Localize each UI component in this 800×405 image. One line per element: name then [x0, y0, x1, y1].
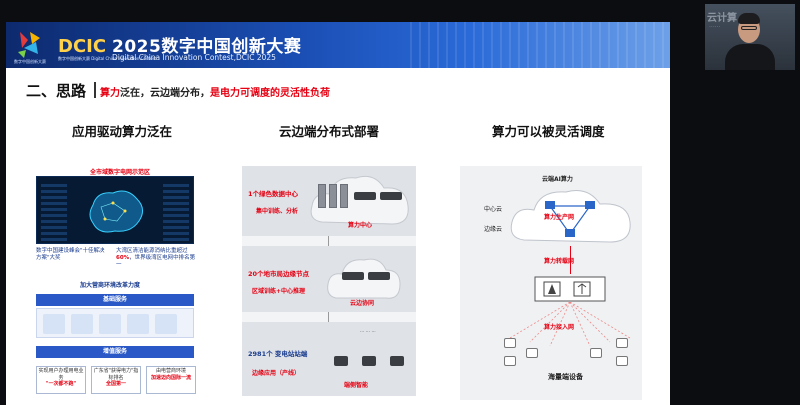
service-thumb: [43, 314, 65, 334]
dashboard-left-panel: [41, 181, 67, 241]
achievement-emph: 加速迈向国际一流: [148, 375, 194, 382]
edge-device-icon: [390, 356, 404, 366]
left-panel: 全市域数字电网示范区 数字中国建设峰会"十佳解决方案"大奖 大湾区清洁能源消纳比…: [30, 166, 200, 394]
dcic-logo: DCIC: [58, 34, 106, 56]
section-tagline: 算力泛在，云边端分布，是电力可调度的灵活性负荷: [100, 84, 330, 99]
achievement-box-2: 广东省"获得电力"指标排名 全国第一: [91, 366, 141, 394]
presentation-slide: 数字中国创新大赛 DCIC 数字中国创新大赛 Digital China Inn…: [6, 22, 670, 405]
middle-panel: 1个绿色数据中心 集中训练、分析 算力中心 20个地市局边缘节点 区域训练+中心…: [242, 166, 416, 396]
right-column-title: 算力可以被灵活调度: [492, 121, 605, 140]
edge-server-icon: [368, 272, 390, 280]
speaker-glasses: [741, 26, 757, 30]
center-cloud-label: 中心云: [484, 204, 502, 213]
compute-production-net: 算力生产网: [544, 212, 574, 221]
digital-china-logo-icon: [14, 28, 46, 60]
award-text: 数字中国建设峰会"十佳解决方案"大奖: [36, 248, 106, 262]
edge-device-icon: [334, 356, 348, 366]
device-intelligence-name: 端侧智能: [344, 380, 368, 389]
massive-devices-label: 海量端设备: [548, 372, 583, 382]
basic-services-band: 基础服务: [36, 294, 194, 306]
speaker-hair: [738, 13, 760, 24]
contest-subtitle: Digital China Innovation Contest,DCIC 20…: [112, 53, 276, 62]
dashboard-right-panel: [163, 181, 189, 241]
sensor-icon: [526, 348, 538, 358]
service-thumb: [99, 314, 121, 334]
network-equipment-icon: [534, 276, 606, 302]
speaker-body: [725, 44, 775, 70]
clean-energy-percent: 60%: [116, 255, 129, 261]
datacenter-count-label: 1个绿色数据中心: [248, 188, 298, 198]
clean-energy-text: 大湾区清洁能源消纳比重超过60%，世界级湾区电网中排名第一: [116, 248, 196, 269]
phone-icon: [616, 356, 628, 366]
business-reform-label: 加大营商环境改革力度: [80, 280, 140, 289]
camera-icon: [504, 356, 516, 366]
access-fanout-lines: [490, 302, 640, 362]
compute-center-name: 算力中心: [348, 220, 372, 229]
clean-energy-prefix: 大湾区清洁能源消纳比重超过: [116, 248, 188, 254]
service-screenshots: [36, 308, 194, 338]
logo-caption: 数字中国创新大赛: [14, 59, 46, 65]
tagline-part-2: 泛在，云边端分布，: [120, 88, 210, 99]
flow-arrow: [328, 236, 329, 246]
cloud-ai-label: 云端AI算力: [542, 174, 573, 183]
edge-device-icon: [362, 356, 376, 366]
slide-banner: 数字中国创新大赛 DCIC 数字中国创新大赛 Digital China Inn…: [6, 22, 670, 68]
compute-transport-net: 算力转载网: [544, 256, 574, 265]
achievement-text: 实现用户办理用电业务: [38, 368, 84, 381]
heading-divider: [94, 82, 96, 98]
edge-server-icon: [342, 272, 364, 280]
tagline-part-3: 是电力可调度的灵活性负荷: [210, 88, 330, 99]
service-thumb: [127, 314, 149, 334]
tagline-part-1: 算力: [100, 88, 120, 99]
speaker-webcam: 云计算 ······: [705, 4, 795, 70]
server-rack-icon: [340, 184, 348, 208]
service-thumb: [71, 314, 93, 334]
achievement-box-1: 实现用户办理用电业务 "一次都不跑": [36, 366, 86, 394]
achievement-emph: "一次都不跑": [38, 381, 84, 388]
substation-count-label: 2981个 变电站站端: [248, 348, 307, 358]
gpu-server-icon: [380, 192, 402, 200]
flow-arrow: [328, 312, 329, 322]
tier-annotation: ··· ··· ···: [360, 330, 376, 335]
robot-arm-icon: [504, 338, 516, 348]
cloud-edge-name: 云边协同: [350, 298, 374, 307]
grid-dashboard-image: [36, 176, 194, 244]
backdrop-subtext: ······: [709, 24, 720, 31]
server-rack-icon: [318, 184, 326, 208]
city-map-graphic: [83, 185, 149, 237]
demo-zone-label: 全市域数字电网示范区: [90, 167, 150, 176]
achievement-emph: 全国第一: [93, 381, 139, 388]
svg-text:DCIC: DCIC: [58, 36, 106, 56]
section-title: 二、思路: [26, 80, 86, 101]
left-column-title: 应用驱动算力泛在: [72, 121, 172, 140]
achievement-text: 广东省"获得电力"指标排名: [93, 368, 139, 381]
right-panel: 云端AI算力 中心云 边缘云 算力生产网 算力转载网 算力接入网: [460, 166, 642, 400]
tier-substations: ··· ··· ··· 2981个 变电站站端 边缘应用（产线） 端侧智能: [242, 322, 416, 396]
vehicle-icon: [590, 348, 602, 358]
substation-role: 边缘应用（产线）: [252, 368, 300, 377]
value-added-services-band: 增值服务: [36, 346, 194, 358]
server-rack-icon: [329, 184, 337, 208]
backdrop-text: 云计算: [707, 9, 737, 24]
edge-cloud-label: 边缘云: [484, 224, 502, 233]
achievement-box-3: 由电营商环境 加速迈向国际一流: [146, 366, 196, 394]
datacenter-role: 集中训练、分析: [256, 206, 298, 215]
monitor-icon: [616, 338, 628, 348]
middle-column-title: 云边端分布式部署: [279, 121, 379, 140]
gpu-server-icon: [354, 192, 376, 200]
service-thumb: [155, 314, 177, 334]
edge-node-count-label: 20个地市局边缘节点: [248, 268, 309, 278]
tier-edge-nodes: 20个地市局边缘节点 区域训练+中心推理 云边协同: [242, 246, 416, 312]
tier-datacenter: 1个绿色数据中心 集中训练、分析 算力中心: [242, 166, 416, 236]
edge-node-role: 区域训练+中心推理: [252, 286, 305, 295]
achievement-boxes: 实现用户办理用电业务 "一次都不跑" 广东省"获得电力"指标排名 全国第一 由电…: [36, 366, 196, 394]
